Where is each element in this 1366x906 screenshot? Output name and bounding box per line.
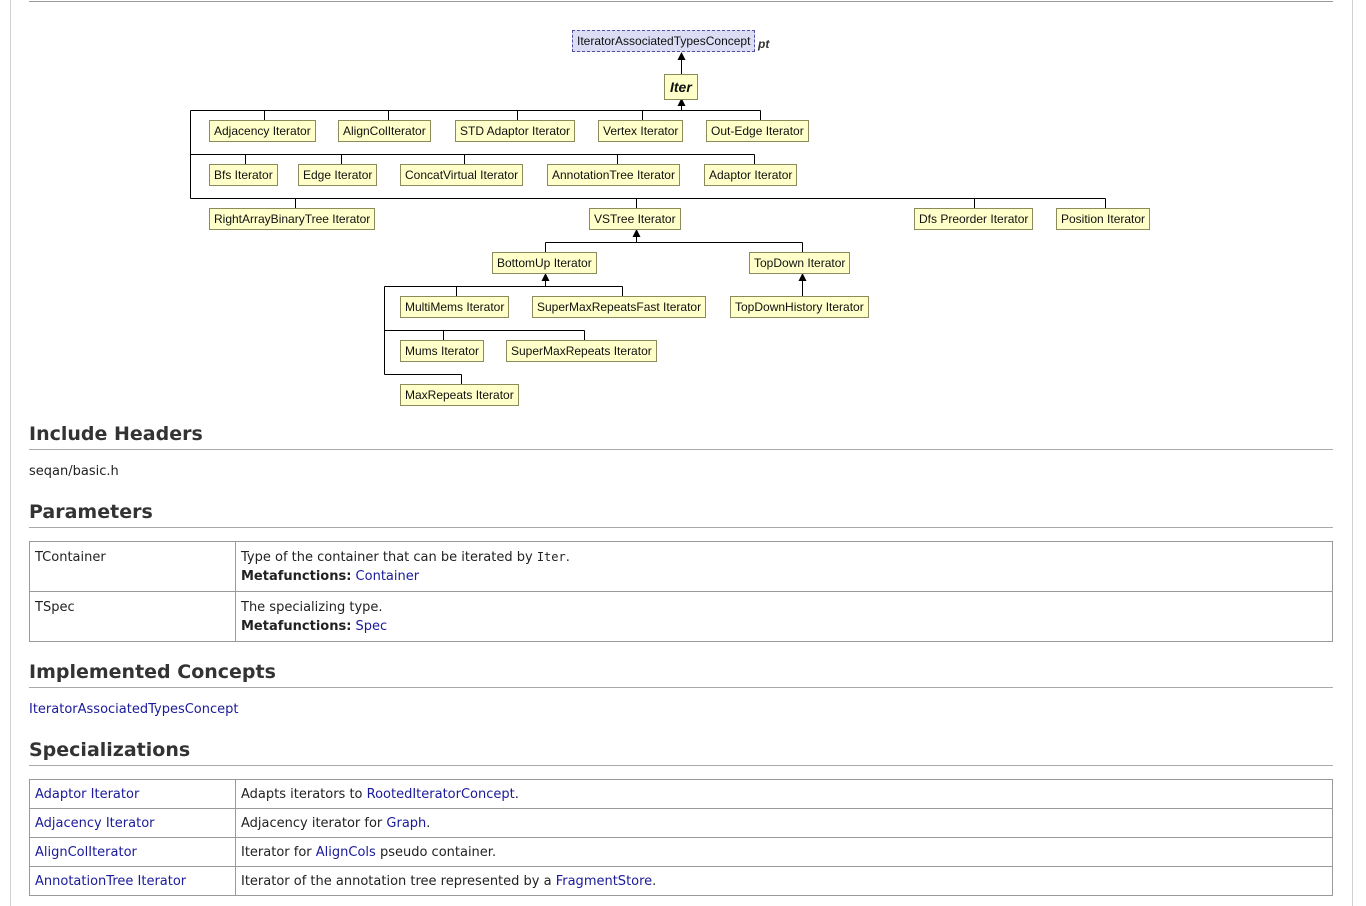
node-max-repeats-iterator[interactable]: MaxRepeats Iterator <box>400 384 519 406</box>
node-dfs-preorder-iterator[interactable]: Dfs Preorder Iterator <box>914 208 1034 230</box>
spec-desc-text: Adjacency iterator for <box>241 816 387 831</box>
page-frame <box>10 0 1353 906</box>
specialization-link[interactable]: AlignColIterator <box>35 845 137 860</box>
implemented-concepts-heading: Implemented Concepts <box>29 661 1333 688</box>
param-desc-text: The specializing type. <box>241 600 383 615</box>
metafunctions-label: Metafunctions: <box>241 569 352 584</box>
include-headers-heading: Include Headers <box>29 423 1333 450</box>
table-row: AlignColIterator Iterator for AlignCols … <box>29 837 1333 867</box>
node-concat-virtual-iterator[interactable]: ConcatVirtual Iterator <box>400 164 524 186</box>
spec-desc-text: Iterator for <box>241 845 316 860</box>
spec-desc-text-end: pseudo container. <box>375 845 497 860</box>
param-name: TSpec <box>29 591 236 642</box>
spec-desc-text-end: . <box>514 787 519 802</box>
specialization-description: Iterator for AlignCols pseudo container. <box>235 837 1333 867</box>
specialization-description: Iterator of the annotation tree represen… <box>235 866 1333 896</box>
table-row: TContainer Type of the container that ca… <box>29 541 1333 592</box>
node-mums-iterator[interactable]: Mums Iterator <box>400 340 485 362</box>
node-bfs-iterator[interactable]: Bfs Iterator <box>209 164 278 186</box>
spec-desc-link[interactable]: FragmentStore <box>555 874 653 889</box>
param-desc-text: Type of the container that can be iterat… <box>241 550 537 565</box>
node-multi-mems-iterator[interactable]: MultiMems Iterator <box>400 296 510 318</box>
spec-desc-text: Adapts iterators to <box>241 787 367 802</box>
parameters-heading: Parameters <box>29 501 1333 528</box>
table-row: AnnotationTree Iterator Iterator of the … <box>29 866 1333 896</box>
node-bottom-up-iterator[interactable]: BottomUp Iterator <box>492 252 597 274</box>
node-top-down-iterator[interactable]: TopDown Iterator <box>749 252 851 274</box>
inheritance-diagram: IteratorAssociatedTypesConcept pt Iter A… <box>0 0 1366 420</box>
node-super-max-repeats-fast-iterator[interactable]: SuperMaxRepeatsFast Iterator <box>532 296 707 318</box>
spec-desc-link[interactable]: Graph <box>386 816 427 831</box>
node-aligncol-iterator[interactable]: AlignColIterator <box>338 120 431 142</box>
specialization-link[interactable]: AnnotationTree Iterator <box>35 874 187 889</box>
spec-desc-link[interactable]: AlignCols <box>315 845 376 860</box>
param-desc-text-end: . <box>565 550 570 565</box>
node-adjacency-iterator[interactable]: Adjacency Iterator <box>209 120 316 142</box>
top-rule <box>29 0 1333 2</box>
spec-desc-link[interactable]: RootedIteratorConcept <box>366 787 515 802</box>
node-out-edge-iterator[interactable]: Out-Edge Iterator <box>706 120 809 142</box>
param-description: Type of the container that can be iterat… <box>235 541 1333 592</box>
node-vstree-iterator[interactable]: VSTree Iterator <box>589 208 681 230</box>
specializations-heading: Specializations <box>29 739 1333 766</box>
node-right-array-binary-tree-iterator[interactable]: RightArrayBinaryTree Iterator <box>209 208 376 230</box>
include-header-path: seqan/basic.h <box>29 464 119 479</box>
param-name: TContainer <box>29 541 236 592</box>
node-position-iterator[interactable]: Position Iterator <box>1056 208 1151 230</box>
table-row: TSpec The specializing type. Metafunctio… <box>29 591 1333 642</box>
specialization-name-cell: AnnotationTree Iterator <box>29 866 236 896</box>
node-std-adaptor-iterator[interactable]: STD Adaptor Iterator <box>455 120 576 142</box>
param-desc-code: Iter <box>536 550 566 564</box>
table-row: Adaptor Iterator Adapts iterators to Roo… <box>29 779 1333 809</box>
implemented-concept-link[interactable]: IteratorAssociatedTypesConcept <box>29 702 239 717</box>
table-row: Adjacency Iterator Adjacency iterator fo… <box>29 808 1333 838</box>
specialization-name-cell: Adjacency Iterator <box>29 808 236 838</box>
node-super-max-repeats-iterator[interactable]: SuperMaxRepeats Iterator <box>506 340 657 362</box>
node-concept-overflow: pt <box>758 37 770 51</box>
node-vertex-iterator[interactable]: Vertex Iterator <box>598 120 684 142</box>
specialization-link[interactable]: Adjacency Iterator <box>35 816 155 831</box>
specialization-link[interactable]: Adaptor Iterator <box>35 787 140 802</box>
specialization-description: Adjacency iterator for Graph. <box>235 808 1333 838</box>
param-description: The specializing type. Metafunctions: Sp… <box>235 591 1333 642</box>
spec-desc-text-end: . <box>652 874 657 889</box>
node-adaptor-iterator[interactable]: Adaptor Iterator <box>704 164 798 186</box>
specialization-name-cell: Adaptor Iterator <box>29 779 236 809</box>
node-iter[interactable]: Iter <box>664 74 698 100</box>
specialization-description: Adapts iterators to RootedIteratorConcep… <box>235 779 1333 809</box>
metafunctions-label: Metafunctions: <box>241 619 352 634</box>
specializations-table: Adaptor Iterator Adapts iterators to Roo… <box>29 779 1333 896</box>
parameters-table: TContainer Type of the container that ca… <box>29 541 1333 642</box>
metafunction-link-spec[interactable]: Spec <box>355 619 388 634</box>
spec-desc-text: Iterator of the annotation tree represen… <box>241 874 556 889</box>
node-annotation-tree-iterator[interactable]: AnnotationTree Iterator <box>547 164 680 186</box>
spec-desc-text-end: . <box>426 816 431 831</box>
node-top-down-history-iterator[interactable]: TopDownHistory Iterator <box>730 296 869 318</box>
specialization-name-cell: AlignColIterator <box>29 837 236 867</box>
node-iterator-associated-types-concept[interactable]: IteratorAssociatedTypesConcept <box>572 30 756 52</box>
node-edge-iterator[interactable]: Edge Iterator <box>298 164 378 186</box>
metafunction-link-container[interactable]: Container <box>355 569 420 584</box>
diagram-connectors <box>190 52 1106 384</box>
